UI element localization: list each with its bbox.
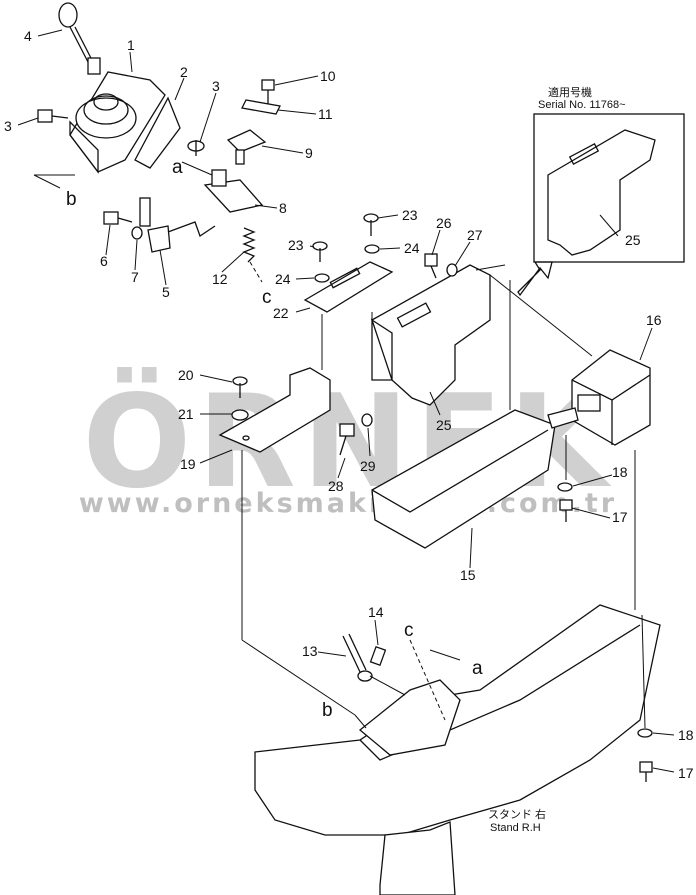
- callout-5: 5: [162, 284, 170, 300]
- callout-24-left: 24: [275, 271, 291, 287]
- plate-2: [134, 96, 181, 169]
- callout-17-top: 17: [612, 509, 628, 525]
- ref-letter-a-top: a: [172, 157, 183, 178]
- bracket-9: [226, 129, 267, 165]
- washer-7: [131, 226, 143, 240]
- ref-letter-b-top: b: [66, 189, 77, 210]
- bolt-17-bottom: [639, 761, 653, 782]
- callout-3-right: 3: [212, 78, 220, 94]
- bracket-25: [370, 264, 491, 406]
- callout-22: 22: [273, 305, 289, 321]
- callout-4: 4: [24, 28, 32, 44]
- callout-23-left: 23: [288, 237, 304, 253]
- stand-note-english: Stand R.H: [490, 822, 541, 834]
- callout-18-top: 18: [612, 464, 628, 480]
- washer-21: [231, 409, 249, 421]
- bolt-6: [103, 211, 133, 225]
- callout-17-bottom: 17: [678, 765, 694, 781]
- callout-21: 21: [178, 406, 194, 422]
- reference-letters: a b c a b c: [66, 157, 483, 721]
- callout-18-bottom: 18: [678, 727, 694, 743]
- callout-29: 29: [360, 458, 376, 474]
- bracket-8: [203, 169, 264, 213]
- callout-2: 2: [180, 64, 188, 80]
- callout-15: 15: [460, 567, 476, 583]
- console-box-16: [547, 349, 651, 446]
- bolt-3-left: [37, 109, 69, 123]
- pin-14: [369, 645, 387, 667]
- stand-note-japanese: スタンド 右: [488, 807, 546, 821]
- bolt-23-b: [363, 213, 379, 236]
- armrest-cushion-15: [371, 409, 556, 549]
- washer-29: [361, 413, 373, 427]
- callout-23-right: 23: [402, 207, 418, 223]
- callout-27: 27: [467, 227, 483, 243]
- callout-28: 28: [328, 478, 344, 494]
- pin-13: [342, 633, 373, 682]
- spring-12: [242, 227, 263, 283]
- callout-8: 8: [279, 200, 287, 216]
- callout-10: 10: [320, 68, 336, 84]
- callout-20: 20: [178, 367, 194, 383]
- serial-note: 適用号機 Serial No. 11768~: [538, 85, 626, 111]
- lever-housing-1: [69, 71, 166, 174]
- ref-letter-c-top: c: [262, 287, 272, 308]
- bolt-10: [261, 79, 275, 104]
- callout-12: 12: [212, 271, 228, 287]
- washer-18-bottom: [637, 728, 653, 738]
- callout-25-inset: 25: [625, 232, 641, 248]
- washer-24-a: [314, 273, 330, 283]
- callout-7: 7: [131, 269, 139, 285]
- stand-note: スタンド 右 Stand R.H: [488, 807, 546, 834]
- bolt-28: [339, 423, 355, 456]
- lever-arm-5: [139, 197, 216, 253]
- callout-25-main: 25: [436, 417, 452, 433]
- bracket-19: [218, 367, 331, 453]
- serial-note-japanese: 適用号機: [548, 85, 592, 99]
- callout-14: 14: [368, 604, 384, 620]
- serial-note-number: Serial No. 11768~: [538, 99, 626, 111]
- arrow-marker: [517, 261, 553, 297]
- guide-lines: [33, 161, 646, 729]
- callout-13: 13: [302, 643, 318, 659]
- callout-19: 19: [180, 456, 196, 472]
- callout-16: 16: [646, 312, 662, 328]
- bolt-26: [424, 253, 438, 279]
- serial-inset-frame: [533, 113, 685, 263]
- callout-24-right: 24: [404, 240, 420, 256]
- washer-24-b: [364, 244, 380, 254]
- callout-labels: 1 2 3 3 4 5 6 7 8 9 10 11 12 13 14 15 16…: [4, 28, 694, 781]
- ref-letter-b-bottom: b: [322, 700, 333, 721]
- bolt-20: [232, 376, 248, 398]
- ref-letter-c-bottom: c: [404, 620, 414, 641]
- callout-3-left: 3: [4, 118, 12, 134]
- washer-18-top: [557, 482, 573, 492]
- bolt-3-right: [187, 140, 205, 156]
- cover-22: [303, 261, 394, 313]
- washer-27: [446, 263, 458, 277]
- callout-1: 1: [127, 37, 135, 53]
- callout-6: 6: [100, 253, 108, 269]
- bolt-23-a: [312, 241, 328, 262]
- callout-26: 26: [436, 215, 452, 231]
- plate-11: [241, 99, 281, 115]
- bolt-17-top: [559, 499, 573, 522]
- stand-rh: [254, 604, 661, 895]
- lever-knob-4: [58, 2, 101, 75]
- callout-9: 9: [305, 145, 313, 161]
- callout-11: 11: [318, 106, 333, 122]
- leader-lines: [17, 29, 675, 773]
- ref-letter-a-bottom: a: [472, 658, 483, 679]
